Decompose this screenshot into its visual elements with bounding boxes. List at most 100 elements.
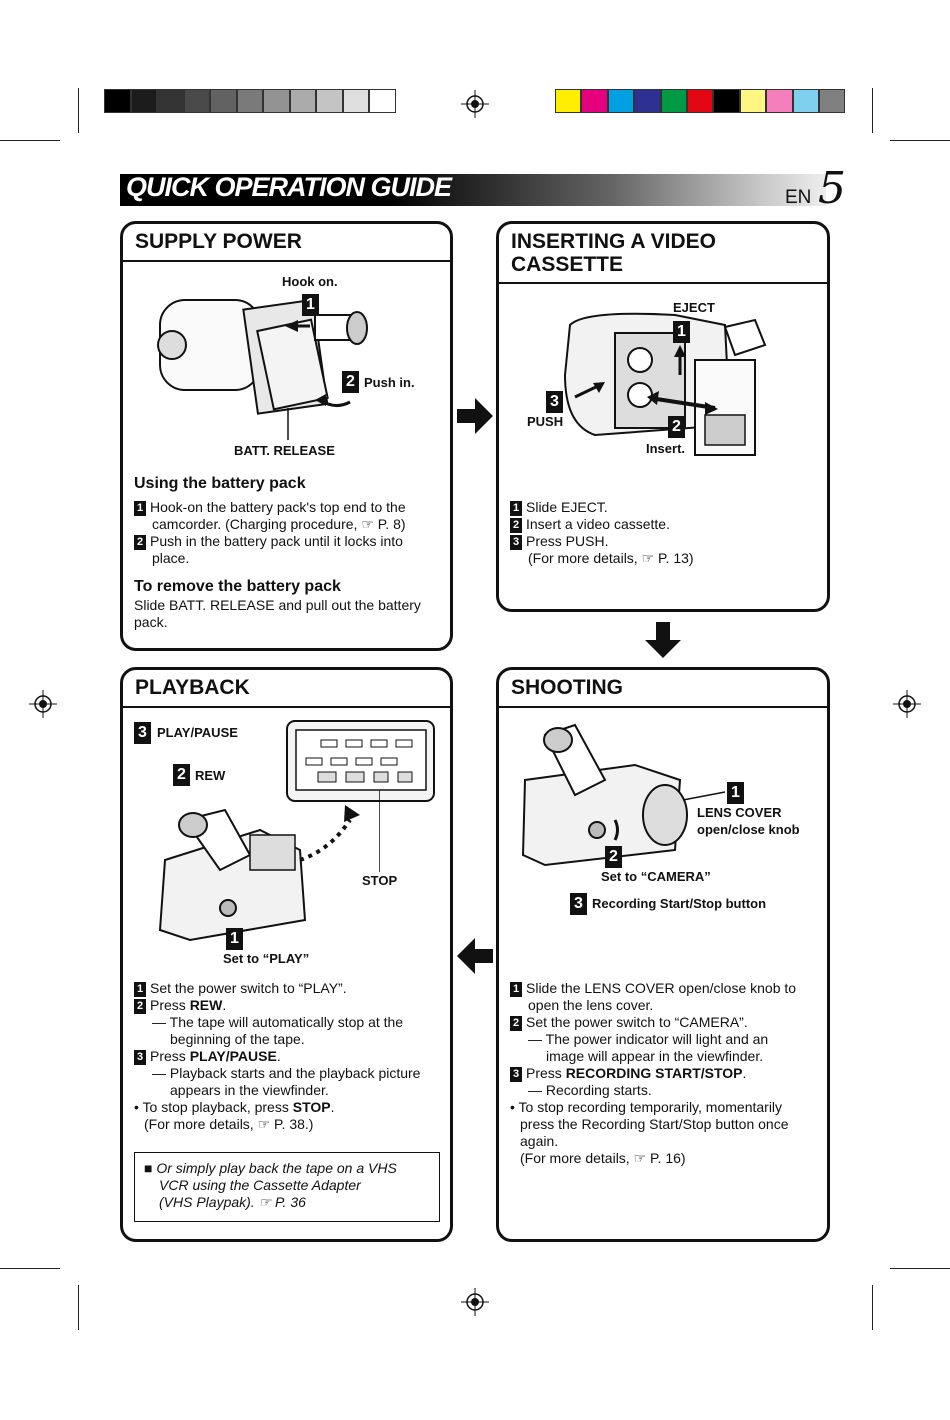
cassette-insert-illustration [563, 312, 767, 456]
shooting-panel: SHOOTING [496, 667, 830, 1242]
step-marker-2: 2 [605, 846, 622, 868]
title-banner [120, 174, 826, 206]
push-in-label: Push in. [364, 375, 415, 390]
inserting-cassette-panel: INSERTING A VIDEO CASSETTE [496, 221, 830, 612]
section-divider [123, 260, 450, 262]
color-swatch [687, 89, 714, 113]
step-text: Insert a video cassette. [526, 516, 670, 532]
step-note: beginning of the tape. [170, 1031, 305, 1047]
text-line: pack. [134, 614, 168, 630]
step-text: Slide EJECT. [526, 499, 608, 515]
text-line: Slide BATT. RELEASE and pull out the bat… [134, 597, 421, 613]
language-code: EN [785, 187, 812, 208]
step-text: Push in the battery pack until it locks … [150, 533, 403, 549]
step-text: Set the power switch to “PLAY”. [150, 980, 347, 996]
color-swatch [210, 89, 237, 113]
step-text-cont: camcorder. (Charging procedure, ☞ P. 8) [152, 516, 406, 532]
crop-mark [0, 140, 60, 141]
color-swatch [236, 89, 263, 113]
supply-power-panel: SUPPLY POWER [120, 221, 453, 651]
color-swatch [342, 89, 369, 113]
hook-on-label: Hook on. [282, 274, 338, 289]
step-text: Press [526, 1065, 566, 1081]
step-key: REW [189, 997, 223, 1013]
step-text-cont: open the lens cover. [528, 997, 654, 1013]
step-text: . [276, 1048, 281, 1064]
color-swatch [581, 89, 608, 113]
step-text: Press PUSH. [526, 533, 609, 549]
title-line: CASSETTE [511, 253, 624, 276]
arrow-right-icon [457, 398, 493, 434]
page-title: QUICK OPERATION GUIDE [126, 172, 452, 202]
note-line: (VHS Playpak). ☞ P. 36 [159, 1194, 306, 1210]
registration-mark-icon [461, 90, 489, 118]
crop-mark [872, 1285, 873, 1330]
crop-mark [872, 88, 873, 133]
stop-text: • To stop recording temporarily, momenta… [510, 1099, 783, 1115]
step-text: . [742, 1065, 747, 1081]
step-note: — The power indicator will light and an [528, 1031, 769, 1047]
color-swatch [766, 89, 793, 113]
step-text: Hook-on the battery pack's top end to th… [150, 499, 406, 515]
camcorder-shooting-illustration [521, 723, 726, 867]
title-line: INSERTING A VIDEO [511, 230, 716, 253]
page-number: 5 [818, 163, 846, 214]
crop-mark [78, 1285, 79, 1330]
step-text-cont: place. [152, 550, 190, 566]
color-swatch [289, 89, 316, 113]
step-marker-1: 1 [673, 321, 690, 343]
step-key: RECORDING START/STOP [565, 1065, 743, 1081]
section-title: PLAYBACK [135, 676, 250, 699]
color-swatch [104, 89, 131, 113]
color-swatch [792, 89, 819, 113]
play-pause-label: PLAY/PAUSE [157, 725, 238, 740]
more-details: (For more details, ☞ P. 16) [520, 1150, 686, 1166]
color-swatch [660, 89, 687, 113]
step-text: Set the power switch to “CAMERA”. [526, 1014, 748, 1030]
using-battery-heading: Using the battery pack [134, 475, 306, 492]
step-text: Press [150, 1048, 190, 1064]
stop-text: . [330, 1099, 335, 1115]
vhs-note-box [134, 1152, 440, 1222]
section-title: INSERTING A VIDEO CASSETTE [511, 230, 716, 276]
step-key: PLAY/PAUSE [189, 1048, 277, 1064]
step-note: appears in the viewfinder. [170, 1082, 329, 1098]
section-title: SUPPLY POWER [135, 230, 302, 253]
step-marker-2: 2 [342, 371, 359, 393]
stop-key: STOP [292, 1099, 331, 1115]
step-number: 3 [510, 1066, 522, 1082]
playback-panel: PLAYBACK [120, 667, 453, 1242]
stop-text: again. [520, 1133, 559, 1149]
step-marker-1: 1 [226, 928, 243, 950]
color-swatch [634, 89, 661, 113]
color-swatch [739, 89, 767, 113]
step-number: 2 [510, 517, 522, 533]
rec-button-label: Recording Start/Stop button [592, 896, 767, 911]
step-text: . [222, 997, 227, 1013]
section-divider [499, 282, 827, 284]
color-swatch [130, 89, 157, 113]
color-swatch [555, 89, 582, 113]
color-swatch [713, 89, 740, 113]
batt-release-label: BATT. RELEASE [234, 443, 335, 458]
color-swatch [157, 89, 184, 113]
step-note: image will appear in the viewfinder. [546, 1048, 764, 1064]
step-marker-2: 2 [173, 764, 190, 786]
step-marker-3: 3 [570, 893, 587, 915]
step-marker-2: 2 [668, 416, 685, 438]
rew-label: REW [195, 768, 226, 783]
camcorder-battery-illustration [157, 298, 368, 440]
crop-mark [890, 1268, 950, 1269]
step-number: 2 [510, 1015, 522, 1031]
vhs-note: ■ Or simply play back the tape on a VHS … [144, 1160, 434, 1211]
knob-label: open/close knob [697, 822, 800, 837]
insert-label: Insert. [646, 441, 686, 456]
step-number: 2 [134, 998, 146, 1014]
color-swatch [819, 89, 846, 113]
step-number: 2 [134, 534, 146, 550]
color-swatch [316, 89, 343, 113]
step-number: 3 [134, 1049, 146, 1065]
